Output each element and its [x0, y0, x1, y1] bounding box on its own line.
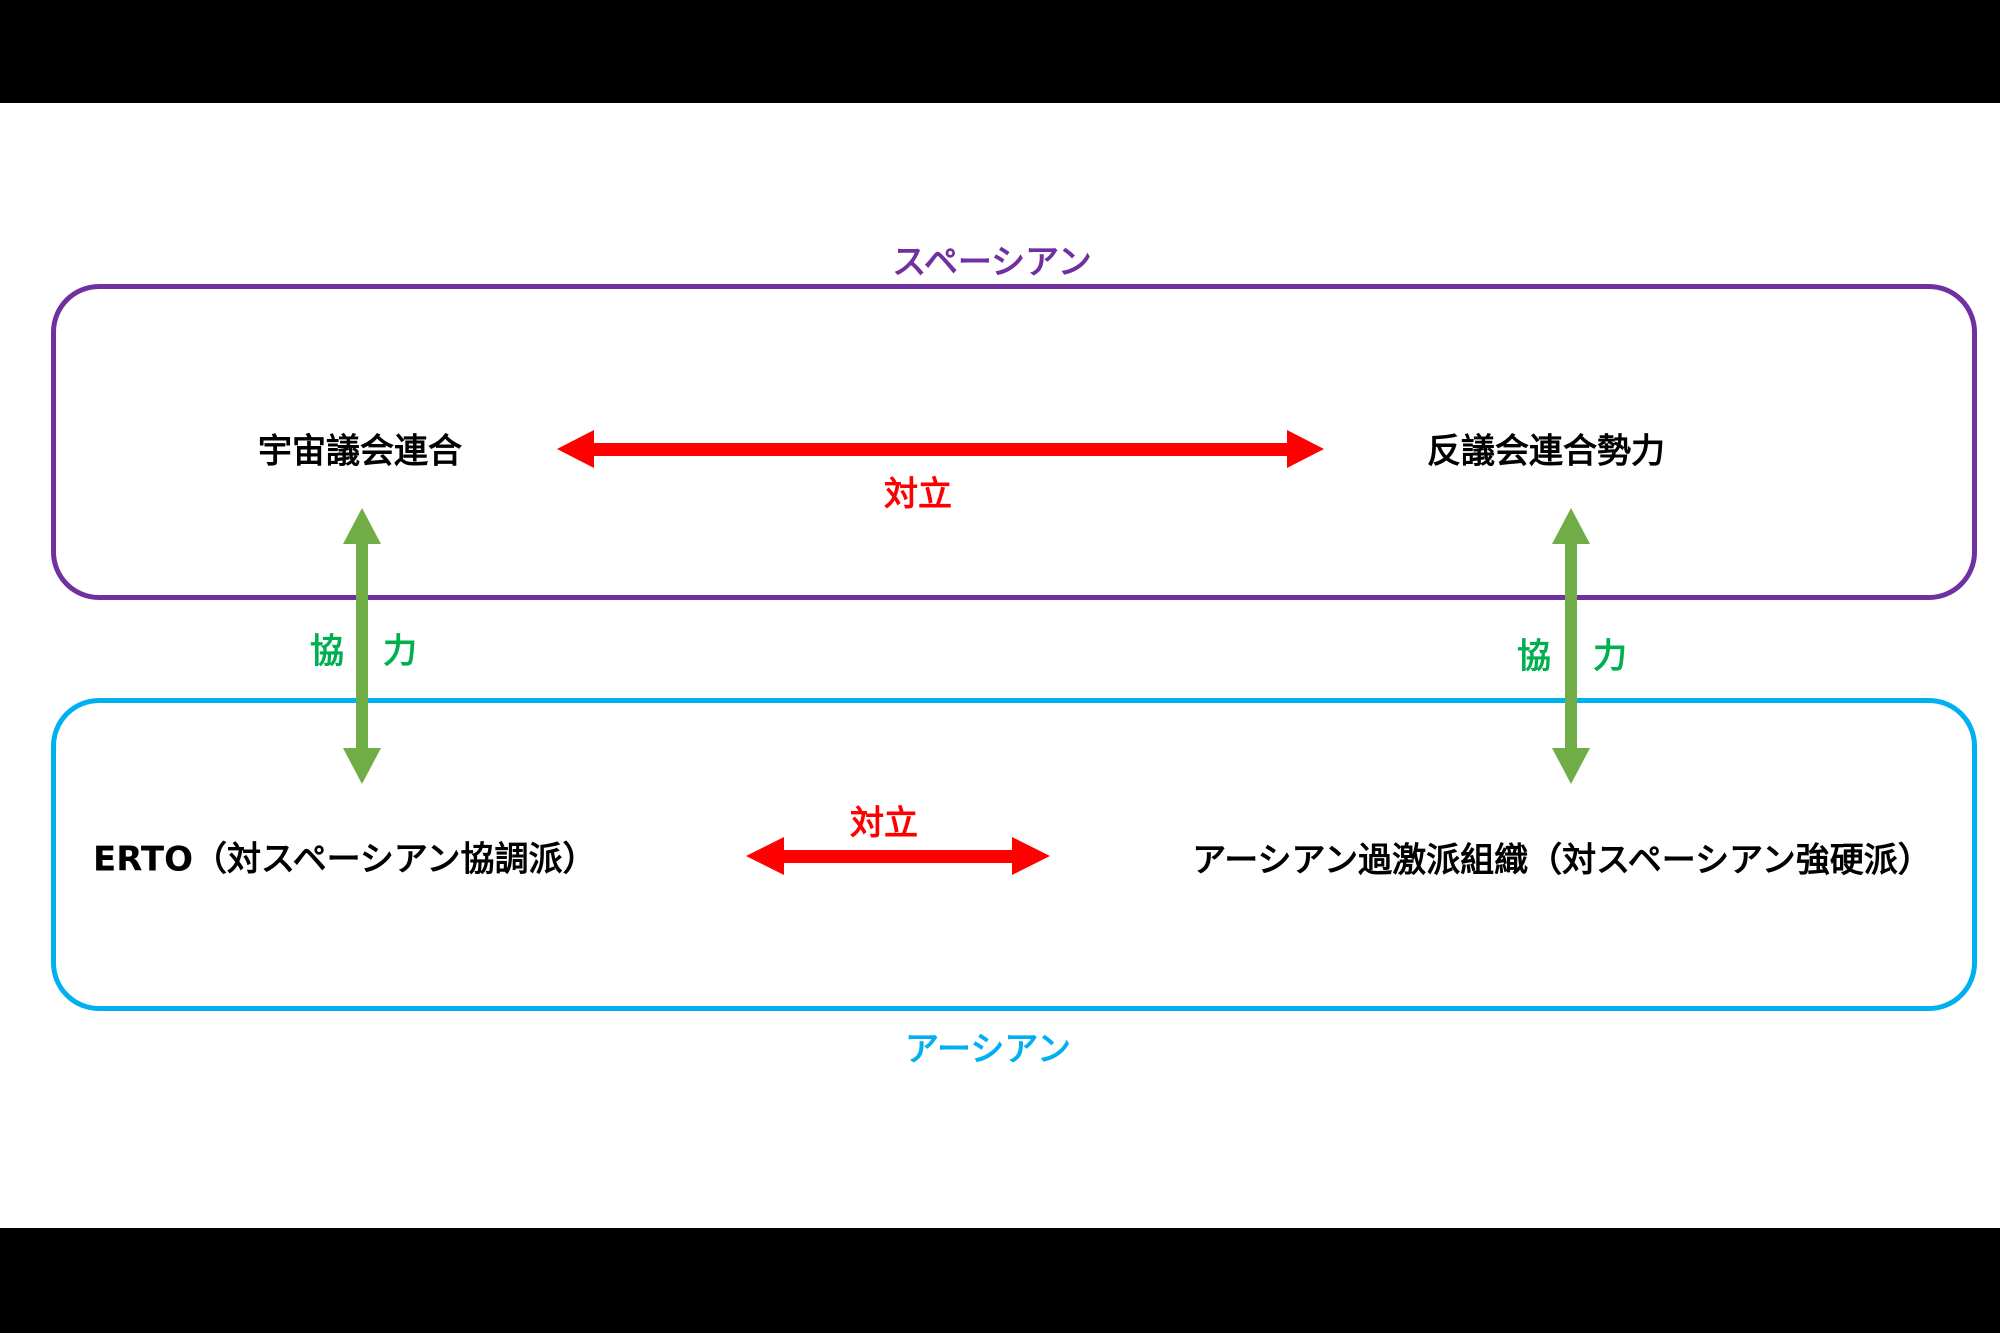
node-space-council: 宇宙議会連合	[258, 431, 462, 472]
conflict-label-bottom: 対立	[850, 803, 918, 844]
coop-label-right-1: 協	[1517, 636, 1551, 677]
node-erto: ERTO（対スペーシアン協調派）	[93, 839, 597, 880]
node-anti-council: 反議会連合勢力	[1427, 431, 1665, 472]
coop-label-left-1: 協	[310, 631, 344, 672]
earthian-label: アーシアン	[905, 1029, 1071, 1070]
earthian-group-box	[51, 698, 1977, 1011]
cooperation-arrow-left	[343, 508, 381, 784]
top-letterbox	[0, 0, 2000, 103]
conflict-arrow-bottom	[746, 837, 1050, 875]
node-earthian-radicals: アーシアン過激派組織（対スペーシアン強硬派）	[1192, 840, 1932, 881]
spacian-label: スペーシアン	[892, 242, 1092, 283]
cooperation-arrow-right	[1552, 508, 1590, 784]
bottom-letterbox	[0, 1228, 2000, 1333]
conflict-arrow-top	[557, 430, 1324, 468]
conflict-label-top: 対立	[884, 474, 952, 515]
coop-label-left-2: 力	[383, 631, 417, 672]
coop-label-right-2: 力	[1593, 636, 1627, 677]
spacian-group-box	[51, 284, 1977, 600]
